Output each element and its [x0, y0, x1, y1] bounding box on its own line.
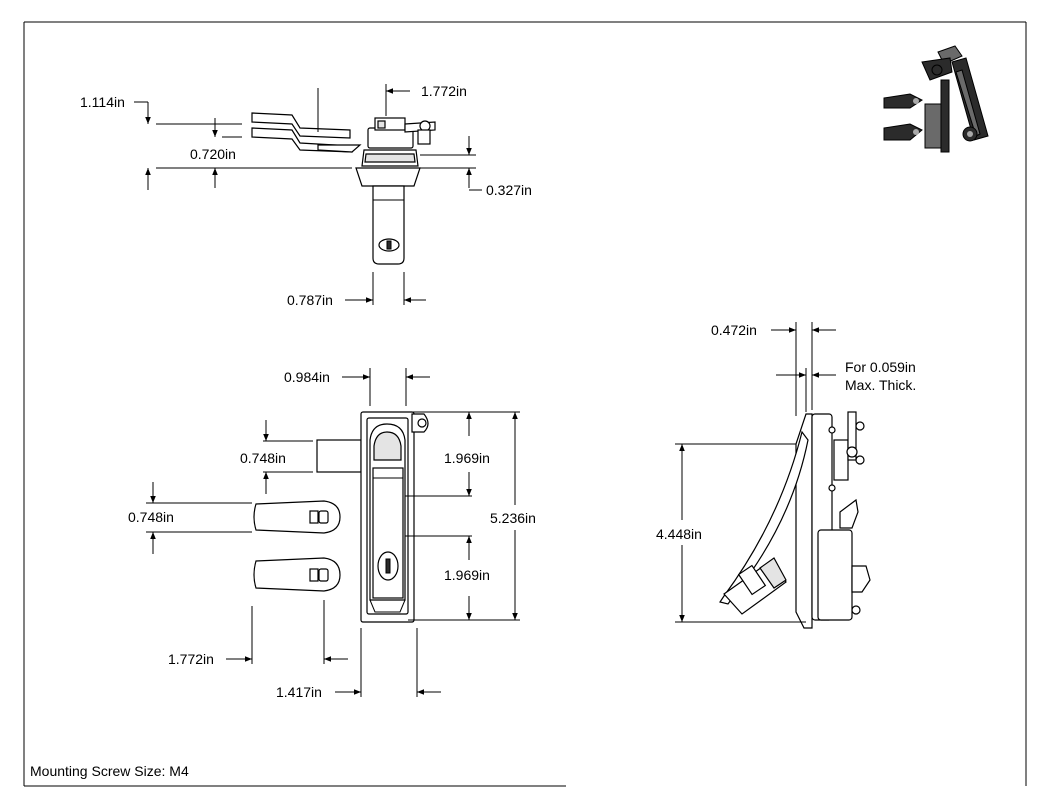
dim-1114-in: 1.114in	[80, 94, 352, 190]
dim-4448-in: 4.448in	[656, 443, 806, 623]
top-view: 1.114in 0.720in 1.772in 0.327in	[80, 83, 532, 308]
dim-label-1969-lower: 1.969in	[444, 567, 490, 583]
dim-0984-in: 0.984in	[284, 368, 430, 406]
drawing-border	[23, 21, 1027, 787]
dim-label-5236: 5.236in	[490, 510, 536, 526]
isometric-thumbnail	[883, 45, 989, 153]
dim-label-0748-cam: 0.748in	[240, 450, 286, 466]
dim-label-0327: 0.327in	[486, 182, 532, 198]
dim-1969-in-upper: 1.969in	[405, 411, 520, 497]
top-view-latch-body	[251, 112, 436, 265]
dim-0472-in: 0.472in	[711, 322, 836, 416]
mounting-screw-note: Mounting Screw Size: M4	[30, 763, 189, 779]
dim-label-0984: 0.984in	[284, 369, 330, 385]
dim-0748-in-cam: 0.748in	[240, 420, 313, 494]
dim-0787-in: 0.787in	[287, 272, 426, 308]
dim-1969-in-lower: 1.969in	[405, 535, 520, 621]
thickness-note-line2: Max. Thick.	[845, 377, 916, 393]
spare-cam-lower	[253, 557, 341, 592]
dim-label-1114: 1.114in	[80, 94, 125, 110]
dim-label-0787: 0.787in	[287, 292, 333, 308]
dim-label-1417: 1.417in	[276, 684, 322, 700]
dim-label-1772-top: 1.772in	[421, 83, 467, 99]
dim-label-1969-upper: 1.969in	[444, 450, 490, 466]
dim-label-0748-gap: 0.748in	[128, 509, 174, 525]
dim-0059-in-thickness: For 0.059in Max. Thick.	[776, 359, 916, 412]
front-view: 0.984in 0.748in 0.748in 1.969in	[128, 368, 536, 700]
spare-cam-upper	[253, 500, 341, 534]
dim-1772-in-front: 1.772in	[168, 600, 348, 667]
dim-label-0472: 0.472in	[711, 322, 757, 338]
dim-0748-in-gap: 0.748in	[128, 482, 252, 554]
dim-label-4448: 4.448in	[656, 526, 702, 542]
dim-label-1772-front: 1.772in	[168, 651, 214, 667]
dim-label-0720: 0.720in	[190, 146, 236, 162]
dim-0720-in: 0.720in	[190, 118, 242, 188]
dim-5236-in: 5.236in	[490, 412, 536, 620]
front-view-latch-body	[316, 411, 429, 623]
dim-0327-in: 0.327in	[420, 136, 532, 198]
side-view: 0.472in For 0.059in Max. Thick. 4.448in	[656, 322, 916, 629]
dim-1417-in: 1.417in	[276, 628, 441, 700]
dim-1772-in-top: 1.772in	[317, 83, 467, 132]
thickness-note-line1: For 0.059in	[845, 359, 916, 375]
side-view-latch-body	[719, 411, 871, 629]
